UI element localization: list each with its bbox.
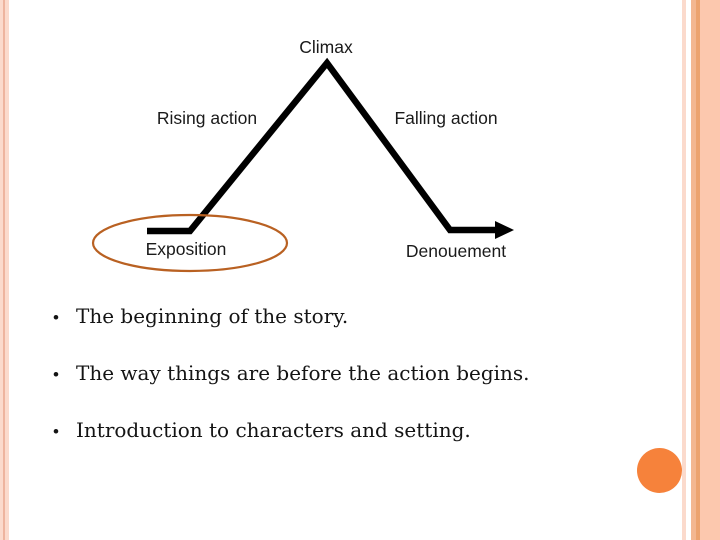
exposition-highlight-ellipse xyxy=(91,213,289,273)
label-falling-action: Falling action xyxy=(394,108,497,128)
label-climax: Climax xyxy=(299,37,353,57)
label-denouement: Denouement xyxy=(406,241,506,261)
bullet-item: • The beginning of the story. xyxy=(48,300,628,334)
bullet-list: • The beginning of the story. • The way … xyxy=(48,300,628,471)
label-exposition: Exposition xyxy=(146,239,227,259)
orange-circle-decor xyxy=(637,448,682,493)
story-arc-line xyxy=(147,57,499,235)
bullet-marker: • xyxy=(53,308,59,327)
right-border-decor xyxy=(682,0,720,540)
arrowhead-icon xyxy=(495,221,514,239)
bullet-text: The beginning of the story. xyxy=(76,304,349,328)
label-rising-action: Rising action xyxy=(157,108,257,128)
bullet-marker: • xyxy=(53,365,59,384)
left-border-decor xyxy=(0,0,9,540)
bullet-text: Introduction to characters and setting. xyxy=(76,418,471,442)
bullet-text: The way things are before the action beg… xyxy=(76,361,530,385)
bullet-item: • Introduction to characters and setting… xyxy=(48,414,628,448)
bullet-item: • The way things are before the action b… xyxy=(48,357,628,391)
bullet-marker: • xyxy=(53,422,59,441)
